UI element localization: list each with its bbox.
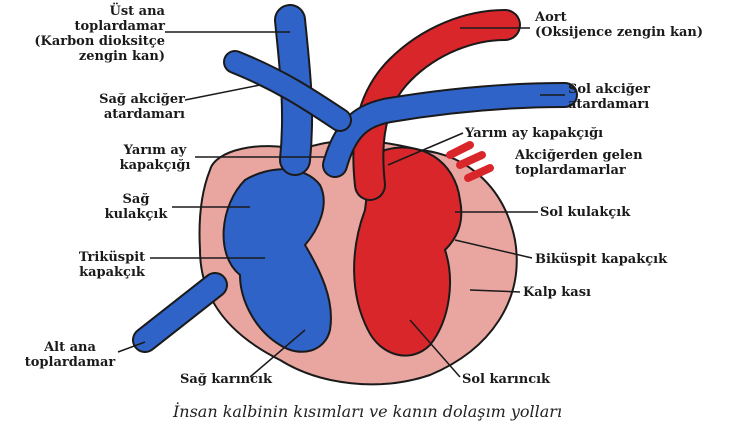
label-superior-vena-cava: Üst ana toplardamar (Karbon dioksitçe ze…	[15, 4, 165, 64]
label-left-ventricle: Sol karıncık	[462, 372, 550, 387]
label-right-pulmonary-artery: Sağ akciğer atardamarı	[75, 92, 185, 122]
label-semilunar-valve-right: Yarım ay kapakçığı	[465, 126, 603, 141]
label-pulmonary-veins: Akciğerden gelen toplardamarlar	[515, 148, 643, 178]
label-right-ventricle: Sağ karıncık	[180, 372, 272, 387]
label-left-pulmonary-artery: Sol akciğer atardamarı	[568, 82, 650, 112]
label-aorta: Aort (Oksijence zengin kan)	[535, 10, 703, 40]
label-bicuspid-valve: Biküspit kapakçık	[535, 252, 667, 267]
diagram-caption: İnsan kalbinin kısımları ve kanın dolaşı…	[0, 402, 735, 421]
label-inferior-vena-cava: Alt ana toplardamar	[22, 340, 118, 370]
label-right-atrium: Sağ kulakçık	[100, 192, 172, 222]
label-semilunar-valve-left: Yarım ay kapakçığı	[110, 143, 200, 173]
label-heart-muscle: Kalp kası	[523, 285, 591, 300]
label-left-atrium: Sol kulakçık	[540, 205, 630, 220]
label-tricuspid-valve: Triküspit kapakçık	[72, 250, 152, 280]
